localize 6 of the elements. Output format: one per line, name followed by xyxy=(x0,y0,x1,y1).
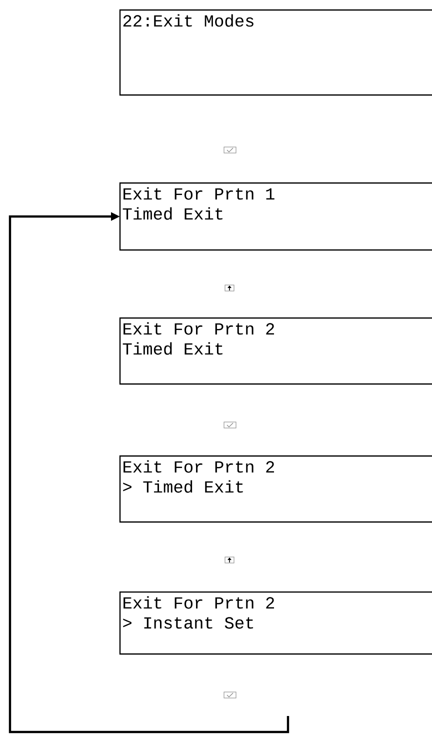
display-box: 22:Exit Modes xyxy=(119,9,432,96)
display-box: Exit For Prtn 1 Timed Exit xyxy=(119,182,432,251)
loop-arrow xyxy=(8,212,290,734)
display-box: Exit For Prtn 2 > Timed Exit xyxy=(119,455,432,523)
display-box: Exit For Prtn 2 > Instant Set xyxy=(119,591,432,655)
display-box: Exit For Prtn 2 Timed Exit xyxy=(119,317,432,385)
